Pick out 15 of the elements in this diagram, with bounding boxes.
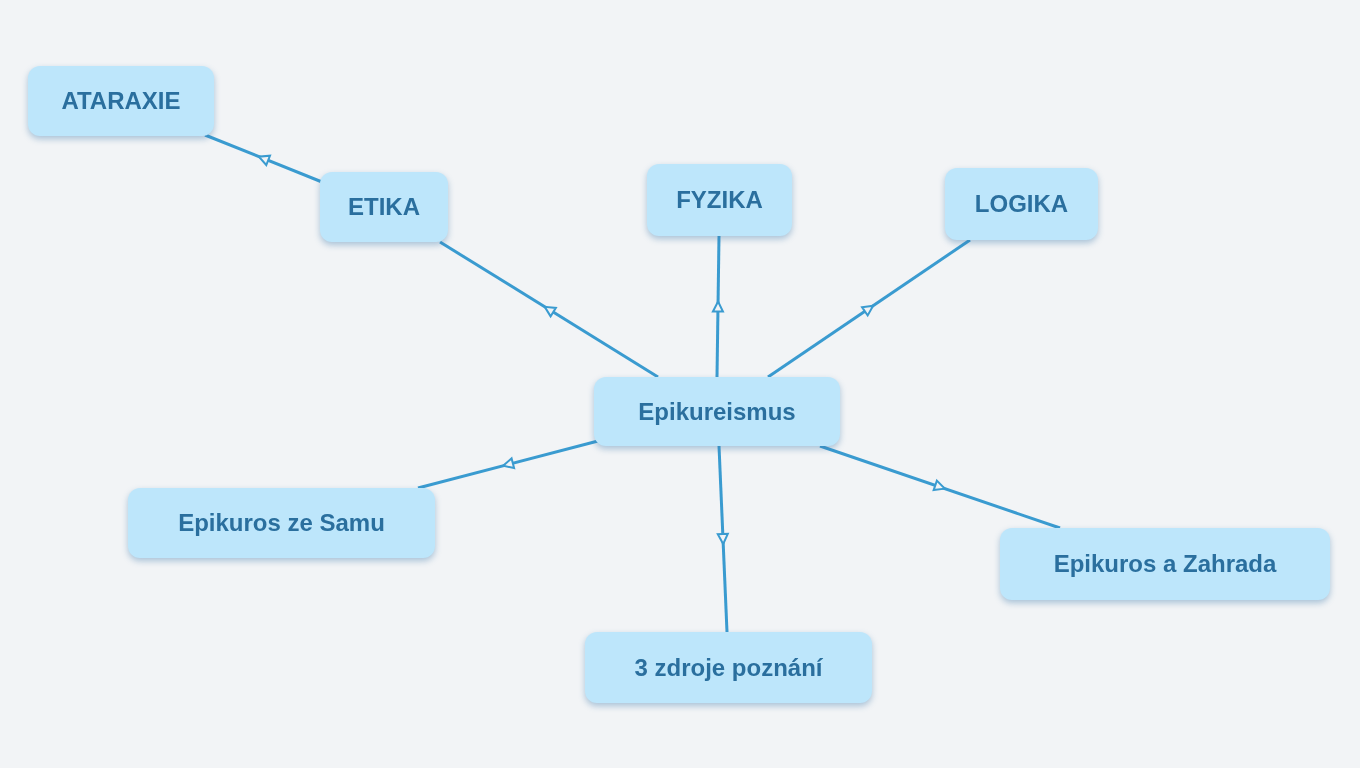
arrow <box>716 445 729 633</box>
arrow <box>204 133 323 184</box>
arrow <box>439 240 659 379</box>
arrow <box>819 444 1061 530</box>
topic-box: ATARAXIE <box>28 66 214 136</box>
topic-box: FYZIKA <box>647 164 792 236</box>
arrow <box>767 238 971 379</box>
topic-box: Epikureismus <box>594 377 840 446</box>
topic-box: Epikuros ze Samu <box>128 488 435 558</box>
topic-box: 3 zdroje poznání <box>585 632 872 703</box>
topic-box: ETIKA <box>320 172 448 242</box>
topic-box: LOGIKA <box>945 168 1098 240</box>
arrow <box>711 235 724 378</box>
arrow <box>417 439 599 490</box>
topic-box: Epikuros a Zahrada <box>1000 528 1330 600</box>
